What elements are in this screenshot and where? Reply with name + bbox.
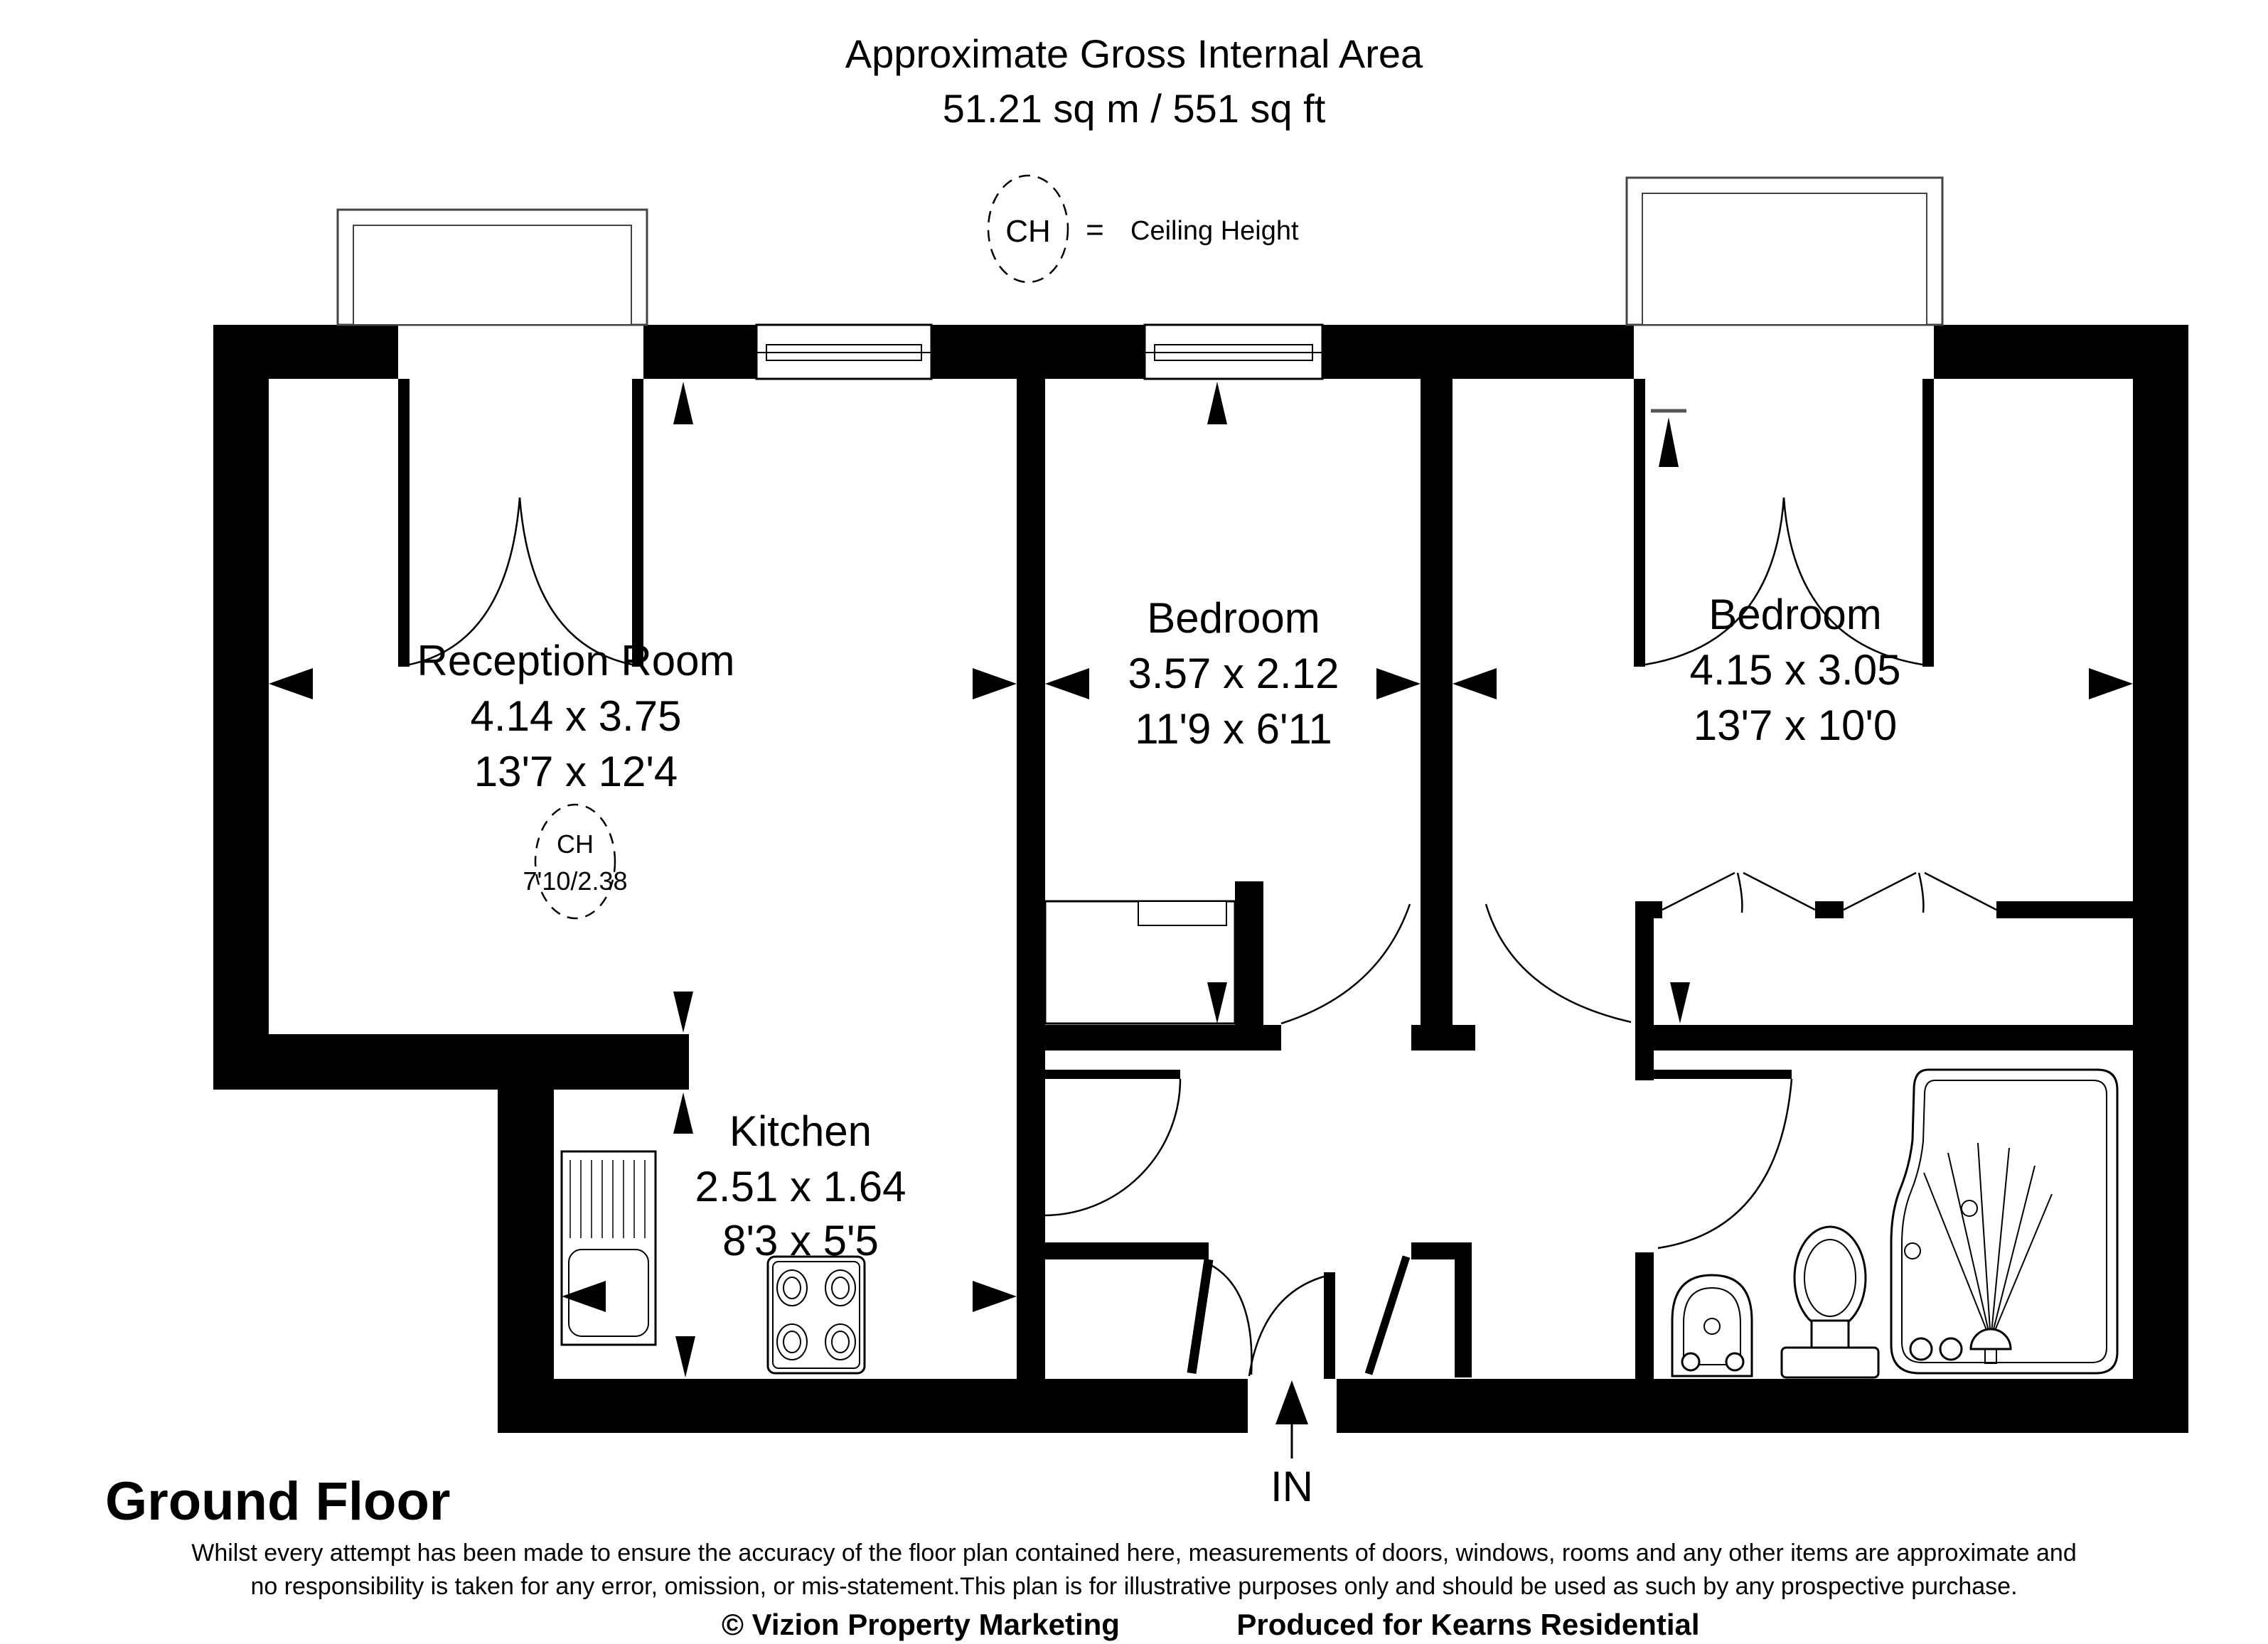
floor-title: Ground Floor	[105, 1471, 450, 1532]
bedroom2-wardrobe	[1635, 871, 2133, 918]
room-label-bedroom1: Bedroom 3.57 x 2.12 11'9 x 6'11	[1128, 594, 1339, 753]
footer-copyright: © Vizion Property Marketing	[722, 1608, 1120, 1641]
dimension-arrow-left-icon	[562, 1281, 606, 1312]
window-bedroom1	[1143, 323, 1324, 380]
bedroom2-metric: 4.15 x 3.05	[1690, 646, 1901, 694]
outer-walls	[213, 325, 2188, 1433]
room-label-reception: Reception Room 4.14 x 3.75 13'7 x 12'4 C…	[417, 637, 735, 920]
reception-imperial: 13'7 x 12'4	[474, 748, 678, 795]
wall-bedroom1-door-jamb	[1235, 881, 1263, 1025]
wall-closet-top	[1411, 1242, 1472, 1259]
bedroom1-name: Bedroom	[1147, 594, 1320, 642]
disclaimer-line1: Whilst every attempt has been made to en…	[191, 1540, 2077, 1567]
kitchen-stove	[766, 1255, 866, 1375]
wall-kitchen-left	[498, 1141, 554, 1379]
dimension-arrow-left-icon	[269, 668, 313, 699]
ch-circle-icon	[987, 174, 1069, 284]
reception-ch-value: 7'10/2.38	[523, 866, 627, 896]
dimension-arrow-up-icon	[673, 1092, 693, 1134]
wall-bathroom-west-upper	[1635, 915, 1654, 1080]
kitchen-name: Kitchen	[729, 1107, 872, 1155]
footer-produced: Produced for Kearns Residential	[1236, 1608, 1699, 1641]
legend-label: Ceiling Height	[1130, 216, 1299, 246]
window-reception	[755, 323, 933, 380]
kitchen-metric: 2.51 x 1.64	[695, 1163, 906, 1210]
dimension-arrow-left-icon	[1045, 668, 1089, 699]
dimension-arrow-up-icon	[673, 382, 693, 424]
top-wall-segment	[1322, 325, 1634, 379]
disclaimer-line2: no responsibility is taken for any error…	[250, 1573, 2017, 1600]
bedroom2-door	[1485, 903, 1632, 1024]
kitchen-sink-unit	[560, 1150, 657, 1346]
wall-divider-foot	[1411, 1025, 1475, 1051]
room-label-kitchen: Kitchen 2.51 x 1.64 8'3 x 5'5	[695, 1107, 906, 1264]
dimension-arrow-down-icon	[1670, 982, 1690, 1024]
dimension-arrow-right-icon	[973, 1281, 1017, 1312]
right-wall	[2133, 325, 2188, 1433]
wall-hall-north	[1044, 1025, 1281, 1051]
dimension-arrow-up-icon	[1659, 417, 1679, 467]
bedroom1-metric: 3.57 x 2.12	[1128, 650, 1339, 697]
bedroom1-cupboard	[1044, 900, 1236, 1025]
reception-name: Reception Room	[417, 637, 735, 684]
entrance-arrow-icon	[1275, 1380, 1308, 1424]
dimension-arrow-right-icon	[2089, 668, 2133, 699]
interior-walls	[213, 379, 2133, 1379]
closet-door	[1364, 1255, 1411, 1375]
entrance-marker: IN	[1271, 1380, 1313, 1510]
ch-circle-icon	[534, 803, 616, 920]
reception-ch-symbol: CH	[557, 829, 594, 859]
kitchen-imperial: 8'3 x 5'5	[722, 1217, 879, 1264]
ceiling-height-legend: CH = Ceiling Height	[987, 174, 1299, 284]
kitchen-door	[1043, 1070, 1182, 1217]
top-wall-segment	[931, 325, 1145, 379]
dimension-arrow-down-icon	[1207, 982, 1227, 1024]
dimension-arrow-down-icon	[673, 992, 693, 1033]
bottom-wall-left	[498, 1379, 1248, 1433]
shower-head-icon	[1969, 1328, 2012, 1350]
dimension-arrow-right-icon	[1376, 668, 1421, 699]
room-label-bedroom2: Bedroom 4.15 x 3.05 13'7 x 10'0	[1690, 591, 1901, 749]
wall-kitchen-corner	[498, 1090, 554, 1141]
wall-reception-bottom	[213, 1034, 689, 1090]
bathroom-toilet	[1780, 1225, 1880, 1379]
bedroom2-bay-doors	[1625, 176, 1944, 667]
vestibule-door	[1187, 1259, 1253, 1375]
wall-reception-bedroom1	[1017, 379, 1045, 1379]
bedroom1-door	[1280, 903, 1411, 1025]
title-line1: Approximate Gross Internal Area	[845, 31, 1423, 76]
bathroom-basin	[1671, 1274, 1753, 1377]
dimension-arrows	[269, 382, 2133, 1377]
legend-symbol: CH	[1005, 214, 1051, 249]
reception-metric: 4.14 x 3.75	[471, 692, 682, 740]
wall-bedroom1-bedroom2	[1421, 379, 1453, 1025]
wall-bathroom-west-lower	[1635, 1252, 1654, 1379]
bedroom1-imperial: 11'9 x 6'11	[1135, 705, 1332, 753]
bedroom2-imperial: 13'7 x 10'0	[1694, 702, 1897, 749]
reception-bay-doors	[336, 208, 648, 667]
legend-equals: =	[1086, 213, 1104, 247]
left-wall	[213, 325, 269, 1090]
wall-vestibule	[1044, 1242, 1209, 1259]
bedroom2-name: Bedroom	[1708, 591, 1881, 638]
bathroom-door	[1654, 1070, 1793, 1250]
entrance-label: IN	[1271, 1463, 1313, 1510]
bathroom-bath	[1890, 1068, 2119, 1375]
dimension-arrow-left-icon	[1453, 668, 1497, 699]
front-door	[1248, 1272, 1335, 1379]
dimension-arrow-right-icon	[973, 668, 1017, 699]
title-line2: 51.21 sq m / 551 sq ft	[943, 86, 1326, 131]
bottom-wall-right	[1337, 1379, 2188, 1433]
dimension-arrow-up-icon	[1207, 382, 1227, 424]
wall-closet-side	[1455, 1259, 1472, 1377]
wall-bathroom-top	[1654, 1025, 2133, 1051]
top-wall-segment	[643, 325, 756, 379]
dimension-arrow-down-icon	[675, 1336, 695, 1377]
